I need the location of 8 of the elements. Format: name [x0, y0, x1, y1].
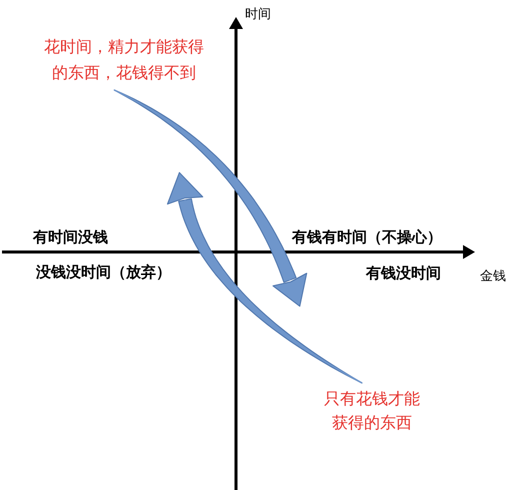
quadrant-label: 有钱有时间（不操心）	[292, 228, 442, 246]
axis-label: 金钱	[480, 268, 506, 284]
annotation-text: 只有花钱才能获得的东西	[322, 387, 422, 435]
annotation-text: 花时间，精力才能获得的东西，花钱得不到	[42, 34, 206, 86]
axis-label: 时间	[245, 7, 271, 22]
quadrant-label: 没钱没时间（放弃）	[36, 263, 171, 281]
quadrant-label: 有时间没钱	[33, 228, 108, 246]
quadrant-label: 有钱没时间	[366, 264, 441, 282]
